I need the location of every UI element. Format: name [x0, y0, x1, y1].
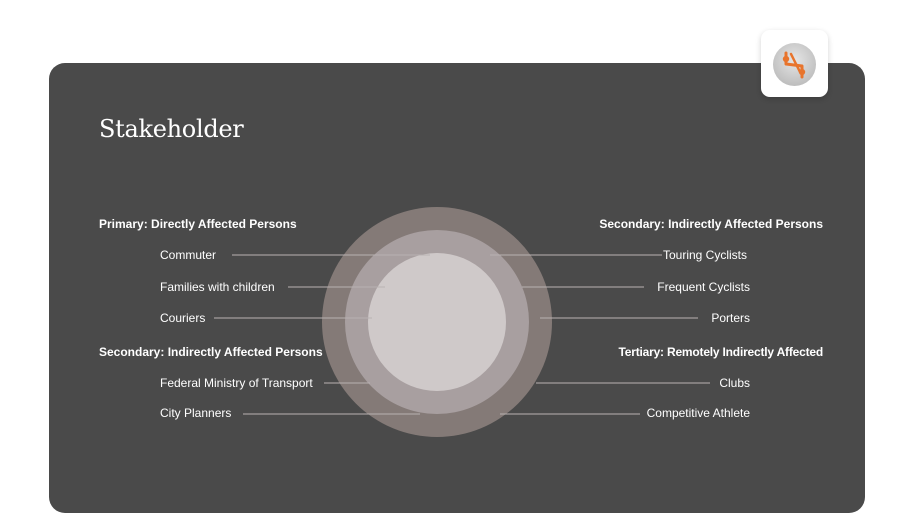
list-item-city-planners: City Planners	[160, 406, 232, 420]
page-title: Stakeholder	[99, 115, 244, 143]
logo-badge[interactable]	[761, 30, 828, 97]
list-item-ministry: Federal Ministry of Transport	[160, 376, 313, 390]
list-item-couriers: Couriers	[160, 311, 206, 325]
heading-secondary-left: Secondary: Indirectly Affected Persons	[99, 345, 323, 359]
inner-circle-primary	[368, 253, 506, 391]
heading-primary: Primary: Directly Affected Persons	[99, 217, 297, 231]
list-item-frequent: Frequent Cyclists	[657, 280, 750, 294]
list-item-clubs: Clubs	[719, 376, 750, 390]
list-item-commuter: Commuter	[160, 248, 217, 262]
list-item-athlete: Competitive Athlete	[646, 406, 750, 420]
route-icon	[773, 43, 816, 86]
heading-secondary-right: Secondary: Indirectly Affected Persons	[599, 217, 823, 231]
list-item-porters: Porters	[711, 311, 750, 325]
list-item-touring: Touring Cyclists	[662, 248, 747, 262]
list-item-families: Families with children	[160, 280, 275, 294]
heading-tertiary: Tertiary: Remotely Indirectly Affected	[618, 345, 824, 359]
